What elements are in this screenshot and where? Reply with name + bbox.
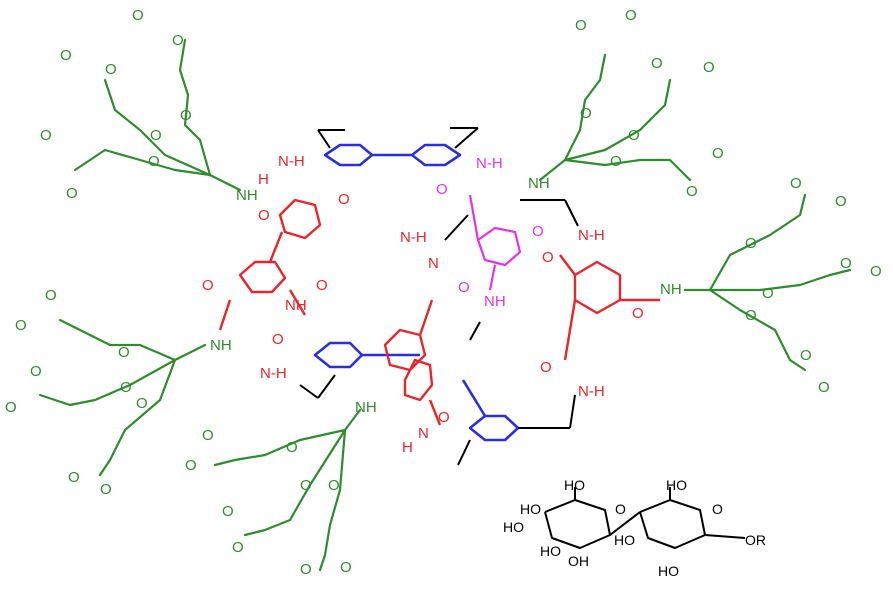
carboxylate-o: O xyxy=(40,127,52,144)
amide-nh-label: NH xyxy=(660,281,682,298)
ether-o: O xyxy=(628,127,640,144)
carboxylate-o: O xyxy=(300,561,312,578)
sugar-ho: HO xyxy=(658,563,679,579)
carbonyl-o: O xyxy=(651,55,663,72)
amide-n-h: N-H xyxy=(260,365,287,382)
amide-nh-label: NH xyxy=(528,175,550,192)
carboxylate-o: O xyxy=(15,317,27,334)
carbonyl-o: O xyxy=(458,279,470,296)
carbonyl-o: O xyxy=(272,331,284,348)
carbonyl-o: O xyxy=(316,277,328,294)
label-layer: O O O O O O O O O NH O O O O O O O NH O … xyxy=(5,7,882,579)
amide-arene-inner xyxy=(444,194,522,341)
amide-nh-label: NH xyxy=(355,399,377,416)
ether-o: O xyxy=(148,153,160,170)
dendron-top-right xyxy=(538,53,692,182)
carbonyl-o: O xyxy=(202,277,214,294)
carboxylate-o: O xyxy=(185,457,197,474)
amide-h: H xyxy=(258,171,269,188)
ether-o: O xyxy=(745,235,757,252)
carbonyl-o: O xyxy=(790,175,802,192)
sugar-oh: OH xyxy=(568,553,589,569)
sugar-or: OR xyxy=(745,532,766,548)
ether-o: O xyxy=(180,107,192,124)
amide-n-h: N-H xyxy=(400,229,427,246)
carbonyl-o: O xyxy=(840,255,852,272)
carbonyl-o: O xyxy=(632,305,644,322)
amide-nh-label: NH xyxy=(285,297,307,314)
amide-nh-label: NH xyxy=(484,293,506,310)
biphenyl-top xyxy=(317,127,479,167)
sugar-ring-o: O xyxy=(712,501,723,517)
carboxylate-o: O xyxy=(60,47,72,64)
ether-o: O xyxy=(150,127,162,144)
amide-nh-split: N-H xyxy=(476,155,503,172)
carboxylate-o: O xyxy=(703,59,715,76)
carboxylate-o: O xyxy=(625,7,637,24)
ether-o: O xyxy=(286,439,298,456)
carboxylate-o: O xyxy=(712,145,724,162)
carbonyl-o: O xyxy=(532,223,544,240)
ether-o: O xyxy=(300,477,312,494)
amide-n: N xyxy=(418,425,429,442)
ether-o: O xyxy=(118,344,130,361)
carbonyl-o: O xyxy=(338,191,350,208)
amide-arene-center xyxy=(383,299,442,426)
sugar-ho: HO xyxy=(564,477,585,493)
dendron-left xyxy=(38,318,207,477)
sugar-ho: HO xyxy=(614,532,635,548)
carbonyl-o: O xyxy=(436,181,448,198)
carbonyl-o: O xyxy=(105,61,117,78)
carbonyl-o: O xyxy=(258,207,270,224)
amide-nh-split: N-H xyxy=(578,383,605,400)
carbonyl-o: O xyxy=(45,287,57,304)
carbonyl-o: O xyxy=(172,32,184,49)
ether-o: O xyxy=(328,477,340,494)
carbonyl-o: O xyxy=(542,249,554,266)
amide-h: H xyxy=(402,439,413,456)
carbonyl-o: O xyxy=(30,363,42,380)
amide-arene-left xyxy=(218,198,322,331)
amide-nh-split: N-H xyxy=(578,227,605,244)
amide-nh-label: NH xyxy=(236,187,258,204)
sugar-ring-o: O xyxy=(615,501,626,517)
carbonyl-o: O xyxy=(66,185,78,202)
carbonyl-o: O xyxy=(438,409,450,426)
amide-arene-right xyxy=(520,199,660,361)
carbonyl-o: O xyxy=(202,427,214,444)
sugar-ho: HO xyxy=(520,501,541,517)
disaccharide-structure xyxy=(544,487,746,549)
carboxylate-o: O xyxy=(870,263,882,280)
carboxylate-o: O xyxy=(132,7,144,24)
ether-o: O xyxy=(120,379,132,396)
sugar-ho: HO xyxy=(503,519,524,535)
ether-o: O xyxy=(136,395,148,412)
ether-o: O xyxy=(580,105,592,122)
carboxylate-o: O xyxy=(68,469,80,486)
ether-o: O xyxy=(762,285,774,302)
carboxylate-o: O xyxy=(232,539,244,556)
carboxylate-o: O xyxy=(5,399,17,416)
amide-n: N xyxy=(428,255,439,272)
carbonyl-o: O xyxy=(222,503,234,520)
dendron-top-left xyxy=(73,38,242,192)
ether-o: O xyxy=(745,307,757,324)
amide-nh-split: N-H xyxy=(278,153,305,170)
carbonyl-o: O xyxy=(100,481,112,498)
dendron-bottom xyxy=(213,408,362,572)
carbonyl-o: O xyxy=(686,183,698,200)
biphenyl-bottom xyxy=(299,341,576,466)
ether-o: O xyxy=(610,153,622,170)
sugar-ho: HO xyxy=(540,543,561,559)
carbonyl-o: O xyxy=(340,559,352,576)
amide-nh-label: NH xyxy=(210,337,232,354)
dendron-right xyxy=(683,193,852,372)
carboxylate-o: O xyxy=(575,17,587,34)
carbonyl-o: O xyxy=(800,347,812,364)
carboxylate-o: O xyxy=(818,379,830,396)
sugar-ho: HO xyxy=(666,477,687,493)
carbonyl-o: O xyxy=(540,359,552,376)
carboxylate-o: O xyxy=(835,193,847,210)
